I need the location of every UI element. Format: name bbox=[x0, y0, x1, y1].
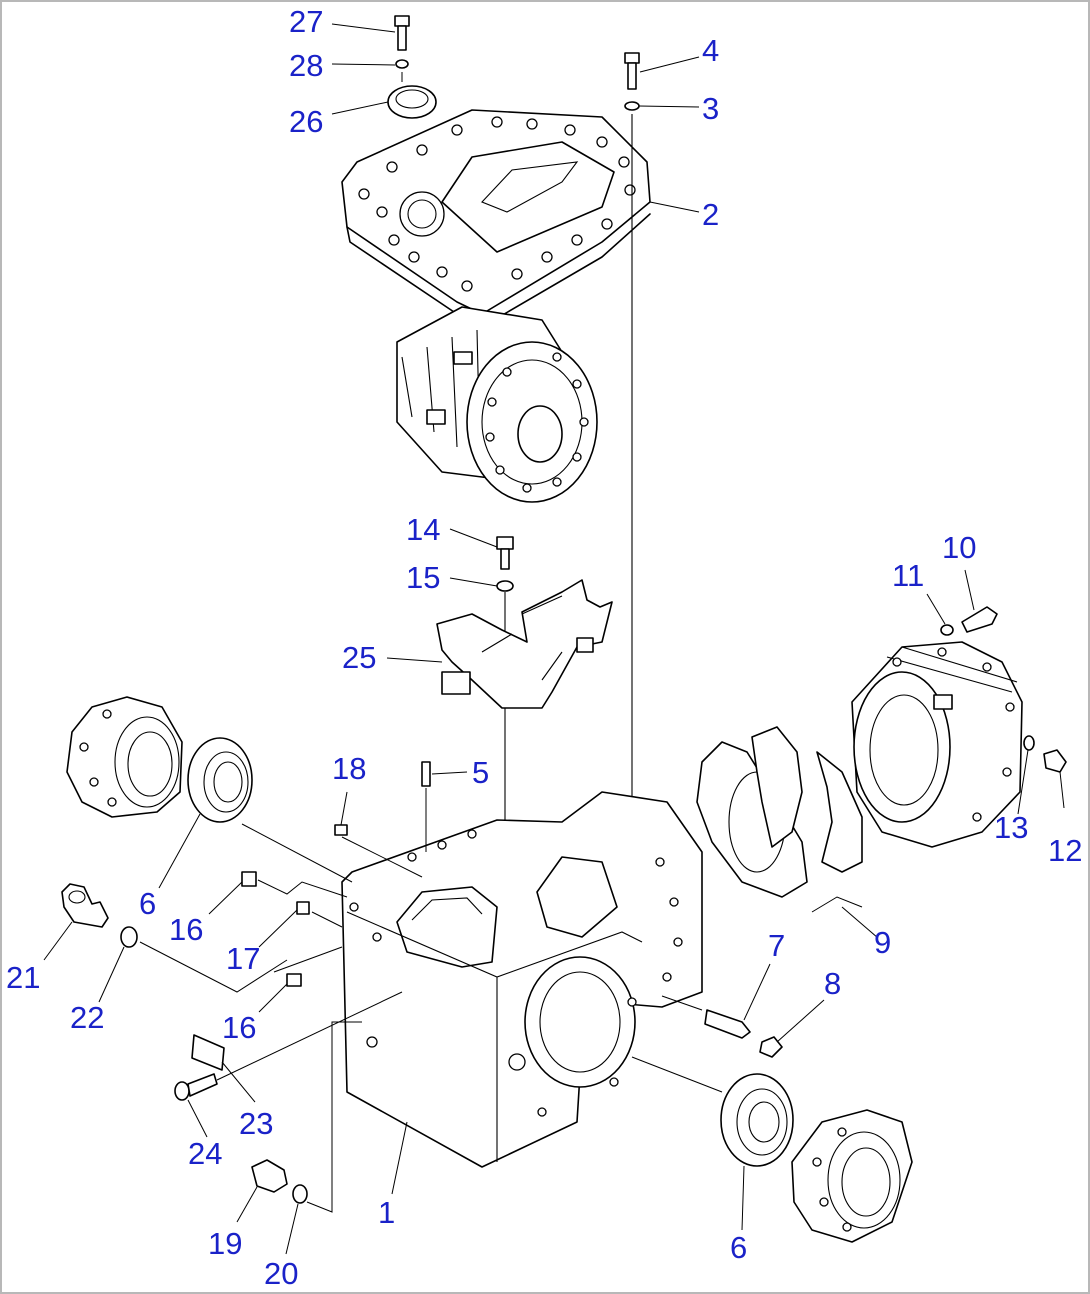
tag-23 bbox=[191, 1034, 225, 1071]
callout-7: 7 bbox=[768, 928, 786, 963]
callout-20: 20 bbox=[264, 1256, 299, 1291]
callout-2: 2 bbox=[702, 197, 720, 232]
callout-5: 5 bbox=[472, 755, 490, 790]
bolt-16-upper bbox=[241, 871, 348, 898]
callout-28: 28 bbox=[289, 48, 324, 83]
callout-14: 14 bbox=[406, 512, 441, 547]
bolt-24 bbox=[174, 991, 403, 1101]
callout-24: 24 bbox=[188, 1136, 223, 1171]
bolt-27 bbox=[394, 15, 410, 82]
left-bearing-cage bbox=[66, 696, 183, 818]
bolt-12 bbox=[1043, 749, 1067, 809]
washer-13 bbox=[1023, 735, 1035, 751]
callout-15: 15 bbox=[406, 560, 441, 595]
shims-9 bbox=[696, 726, 863, 913]
baffle-plate-25 bbox=[436, 579, 613, 709]
bolt-7 bbox=[661, 995, 751, 1039]
bolt-16-lower bbox=[273, 946, 343, 987]
gasket-20 bbox=[292, 1021, 362, 1213]
callout-4: 4 bbox=[702, 33, 720, 68]
callout-3: 3 bbox=[702, 91, 720, 126]
callout-22: 22 bbox=[70, 1000, 105, 1035]
bolt-10 bbox=[961, 606, 998, 633]
washer-11 bbox=[940, 624, 954, 636]
bolt-17 bbox=[296, 901, 343, 928]
top-cover bbox=[341, 109, 651, 328]
callout-16-upper: 16 bbox=[169, 912, 204, 947]
breather-19 bbox=[251, 1159, 288, 1193]
callout-1: 1 bbox=[378, 1195, 396, 1230]
leader-lines bbox=[43, 23, 1029, 1255]
callout-26: 26 bbox=[289, 104, 324, 139]
axle-housing bbox=[341, 791, 703, 1168]
bearing-6-left bbox=[187, 737, 353, 883]
callout-23: 23 bbox=[239, 1106, 274, 1141]
differential-assembly bbox=[396, 306, 598, 503]
callout-8: 8 bbox=[824, 966, 842, 1001]
callout-25: 25 bbox=[342, 640, 377, 675]
callout-19: 19 bbox=[208, 1226, 243, 1261]
cap-26 bbox=[387, 85, 437, 119]
callout-6-left: 6 bbox=[139, 886, 157, 921]
callout-10: 10 bbox=[942, 530, 977, 565]
callout-13: 13 bbox=[994, 810, 1029, 845]
bearing-6-right bbox=[631, 1056, 794, 1167]
callout-11: 11 bbox=[892, 558, 925, 593]
callout-12: 12 bbox=[1048, 833, 1083, 868]
callout-6-right: 6 bbox=[730, 1230, 748, 1265]
callout-21: 21 bbox=[6, 960, 41, 995]
callout-17: 17 bbox=[226, 941, 261, 976]
nut-8 bbox=[759, 1036, 783, 1058]
callout-27: 27 bbox=[289, 4, 324, 39]
pin-5 bbox=[421, 761, 431, 852]
callout-18: 18 bbox=[332, 751, 367, 786]
plug-21 bbox=[61, 883, 109, 928]
callout-16-lower: 16 bbox=[222, 1010, 257, 1045]
right-bearing-cage bbox=[851, 641, 1023, 848]
callout-9: 9 bbox=[874, 925, 892, 960]
lower-right-cage bbox=[791, 1109, 913, 1243]
seal-22 bbox=[120, 926, 288, 993]
